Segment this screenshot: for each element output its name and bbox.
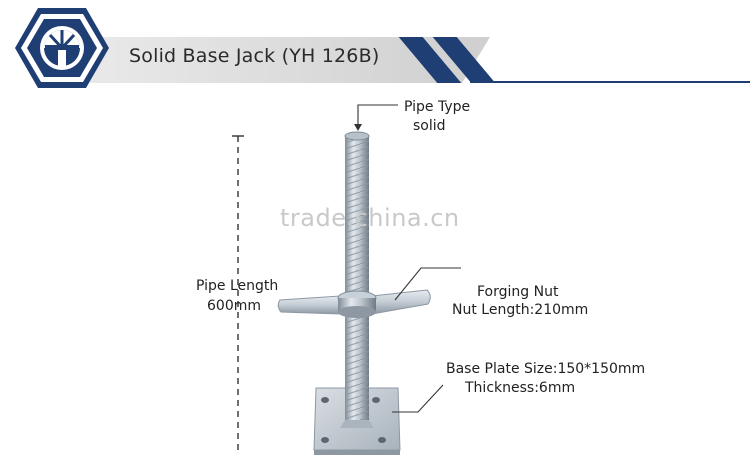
nut-handle-left bbox=[277, 295, 341, 315]
base-plate-leader bbox=[392, 384, 444, 413]
pipe-type-value: solid bbox=[413, 118, 446, 134]
header-banner: Solid Base Jack (YH 126B) bbox=[0, 0, 750, 95]
pipe-length-label: Pipe Length bbox=[196, 278, 279, 294]
nut-handle-right bbox=[371, 289, 431, 315]
thickness-value: Thickness:6mm bbox=[465, 380, 576, 396]
forging-nut-label: Forging Nut bbox=[477, 284, 559, 300]
pipe-type-label: Pipe Type bbox=[404, 99, 471, 115]
wheel-emblem-icon bbox=[15, 8, 109, 88]
nut-length-value: Nut Length:210mm bbox=[452, 302, 589, 318]
watermark: trade.china.cn bbox=[280, 204, 460, 232]
page-title: Solid Base Jack (YH 126B) bbox=[129, 45, 380, 67]
accent-line bbox=[470, 81, 750, 83]
forging-nut-leader bbox=[394, 267, 461, 301]
pipe-type-leader bbox=[357, 104, 398, 126]
base-plate-size-label: Base Plate Size:150*150mm bbox=[446, 361, 646, 377]
pipe-length-value: 600mm bbox=[207, 298, 261, 314]
